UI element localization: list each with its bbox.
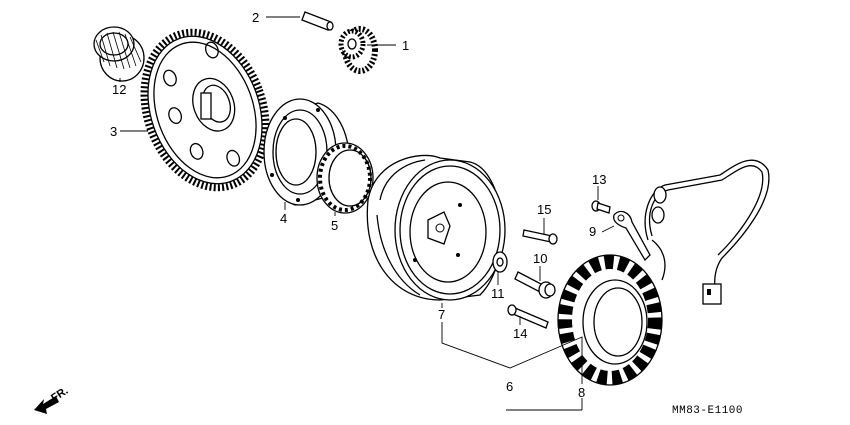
flange-bolt-10 [514,271,556,299]
callout-1: 1 [402,38,409,53]
callout-12: 12 [112,82,126,97]
front-direction-indicator: FR. [34,385,71,414]
callout-2: 2 [252,10,259,25]
flywheel-rotor-7 [366,154,506,301]
wire-clamp-9 [613,210,651,262]
one-way-clutch-5 [316,142,374,214]
callout-14: 14 [513,326,527,341]
pin-shaft-2 [301,11,334,31]
callout-9: 9 [589,224,596,239]
socket-bolt-15 [522,229,558,245]
stator-8 [557,159,770,386]
stator-bolt-14 [507,304,549,329]
leader-lines [119,16,615,411]
starter-driven-gear-3 [140,28,270,192]
front-arrow-icon [34,396,59,414]
callout-labels: 1 2 3 4 5 6 7 8 9 10 11 12 13 14 15 [110,10,606,400]
callout-6: 6 [506,379,513,394]
clamp-bolt-13 [591,200,611,214]
callout-5: 5 [331,218,338,233]
figure-code: MM83-E1100 [672,405,743,417]
callout-13: 13 [592,172,606,187]
callout-3: 3 [110,124,117,139]
callout-10: 10 [533,251,547,266]
callout-7: 7 [438,307,445,322]
needle-bearing-12 [93,26,145,82]
callout-15: 15 [537,202,551,217]
starter-driven-gear-small-1 [338,26,378,74]
callout-8: 8 [578,385,585,400]
callout-4: 4 [280,211,287,226]
callout-11: 11 [491,286,505,301]
washer-11 [492,251,508,273]
